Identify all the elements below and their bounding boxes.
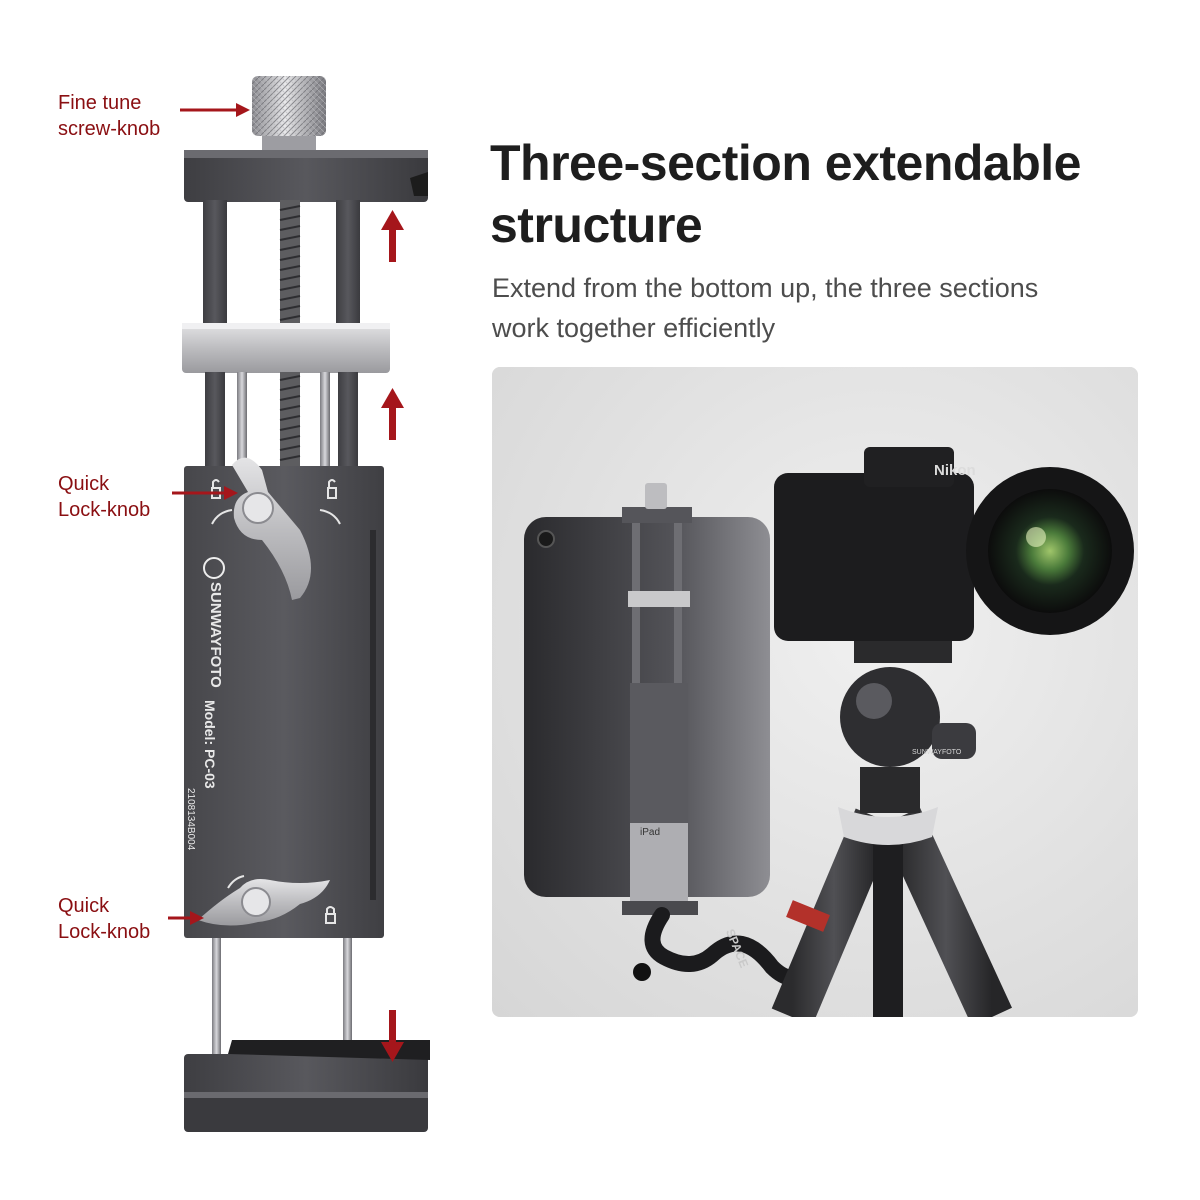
clamp-product-image	[168, 76, 430, 1132]
tablet-label-text: iPad	[640, 827, 661, 838]
callout-fine-tune-line1: Fine tune	[58, 92, 142, 114]
usage-photo: Nikon iPad SUNWAYFOTO SPACE	[492, 367, 1138, 1017]
camera-brand-text: Nikon	[934, 462, 976, 479]
callout-quick-lock-bottom-line2: Lock-knob	[58, 921, 151, 943]
unlock-icon	[327, 487, 337, 499]
arrow-down-icon	[381, 1010, 404, 1062]
callout-quick-lock-top-line1: Quick	[58, 473, 110, 495]
callout-quick-lock-bottom: Quick Lock-knob	[58, 893, 150, 945]
lock-icon	[325, 913, 336, 924]
fine-tune-knob	[252, 76, 326, 150]
callout-quick-lock-top: Quick Lock-knob	[58, 471, 150, 523]
quick-lock-knob-top	[232, 457, 311, 600]
brand-text: SUNWAYFOTO	[207, 582, 224, 688]
brand-logo-icon	[203, 557, 225, 579]
subtitle-line-2: work together efficiently	[492, 313, 776, 343]
subtitle-line-1: Extend from the bottom up, the three sec…	[492, 273, 1039, 303]
rotate-arrow-icon	[319, 509, 341, 525]
model-text: Model: PC-03	[202, 700, 218, 789]
rotate-arrow-icon	[227, 875, 245, 889]
rotate-arrow-icon	[211, 509, 233, 525]
camera-image	[774, 447, 1134, 641]
arrow-up-icon	[381, 210, 404, 262]
arrow-right-icon	[172, 486, 238, 500]
arrow-right-icon	[180, 103, 250, 117]
quick-lock-knob-bottom	[198, 879, 330, 926]
arrow-right-icon	[168, 911, 204, 925]
page-title: Three-section extendable structure	[490, 132, 1170, 256]
callout-fine-tune-line2: screw-knob	[58, 118, 161, 140]
serial-text: 2108134B004	[185, 788, 196, 851]
arrow-up-icon	[381, 388, 404, 440]
head-brand-text: SUNWAYFOTO	[912, 749, 962, 756]
title-line-2: structure	[490, 197, 703, 253]
callout-quick-lock-top-line2: Lock-knob	[58, 499, 151, 521]
callout-fine-tune: Fine tune screw-knob	[58, 90, 160, 142]
page-subtitle: Extend from the bottom up, the three sec…	[492, 268, 1172, 348]
title-line-1: Three-section extendable	[490, 135, 1081, 191]
callout-quick-lock-bottom-line1: Quick	[58, 895, 110, 917]
